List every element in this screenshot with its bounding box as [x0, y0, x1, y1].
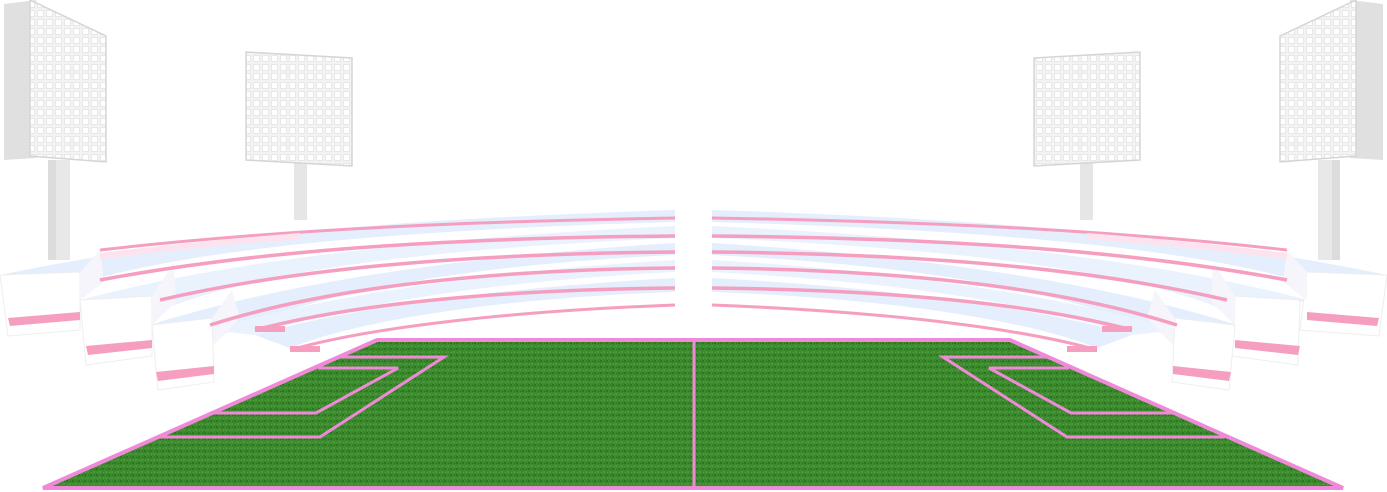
- seat-stripe: [1307, 312, 1379, 326]
- left-penalty-box: [160, 355, 450, 439]
- floodlight-side: [1350, 0, 1383, 160]
- seat-stripe: [99, 216, 676, 252]
- seat-stripe: [1173, 366, 1231, 381]
- left-stand: [0, 210, 676, 391]
- floodlight-pole: [294, 162, 307, 220]
- floodlight-side: [4, 0, 36, 160]
- seat-stripe: [711, 234, 1288, 282]
- floodlight-panel: [1033, 51, 1141, 167]
- seat-stripe: [99, 234, 676, 282]
- seat-stripe: [711, 250, 1228, 302]
- seat-stripe: [8, 312, 80, 326]
- left-goal-box: [210, 366, 399, 415]
- floodlight-pole: [1080, 162, 1093, 220]
- seat-stripe: [711, 286, 1133, 332]
- right-goal-box: [988, 366, 1175, 415]
- floodlight-panel: [1279, 0, 1357, 163]
- floodlight-panel: [29, 0, 107, 163]
- seat-stripe: [711, 266, 1178, 327]
- floodlight-right: [1033, 51, 1141, 220]
- floodlight-left: [245, 51, 353, 220]
- right-penalty-box: [937, 355, 1225, 439]
- seat-stripe: [86, 340, 152, 355]
- floodlight-panel: [245, 51, 353, 167]
- floodlight-far-left: [4, 0, 107, 260]
- seat-stripe: [1235, 340, 1300, 355]
- floodlight-far-right: [1279, 0, 1383, 260]
- football-pitch: [42, 338, 1344, 490]
- right-stand: [711, 210, 1387, 391]
- seat-stripe: [254, 286, 676, 332]
- seat-stripe: [711, 216, 1288, 252]
- seat-stripe: [156, 366, 214, 381]
- seat-stripe: [159, 250, 676, 302]
- seat-stripe: [209, 266, 676, 327]
